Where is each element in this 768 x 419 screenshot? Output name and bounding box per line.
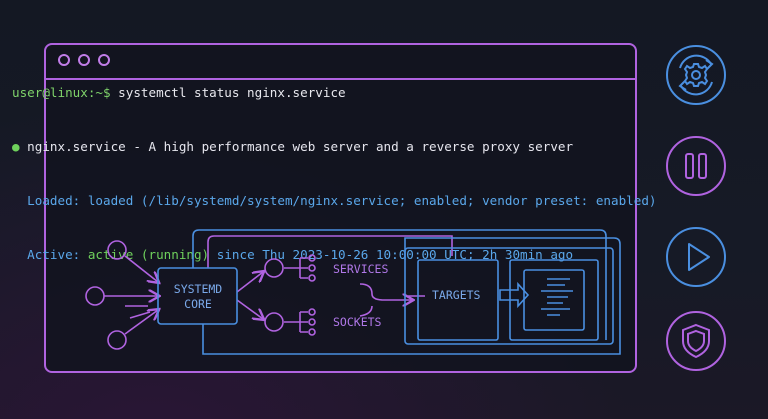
input-node (107, 240, 127, 260)
loaded-line: Loaded: loaded (/lib/systemd/system/ngin… (12, 192, 656, 210)
window-close-dot[interactable] (58, 54, 70, 66)
sockets-node (264, 312, 284, 332)
core-label-line2: CORE (184, 297, 212, 311)
start-button[interactable] (665, 226, 727, 288)
pause-button[interactable] (665, 135, 727, 197)
play-icon (666, 227, 726, 287)
window-minimize-dot[interactable] (78, 54, 90, 66)
shell-prompt: user@linux:~$ (12, 85, 111, 100)
active-line: Active: active (running) since Thu 2023-… (12, 246, 656, 264)
terminal-titlebar (46, 45, 635, 80)
services-node (264, 258, 284, 278)
terminal-window (44, 43, 637, 373)
status-dot-icon: ● (12, 139, 20, 154)
command-text: systemctl status nginx.service (110, 85, 346, 100)
targets-label: TARGETS (432, 288, 481, 302)
command-line: user@linux:~$ systemctl status nginx.ser… (12, 84, 656, 102)
input-node (85, 286, 105, 306)
active-since: since Thu 2023-10-26 10:00:00 UTC; 2h 30… (209, 247, 574, 262)
core-label-line1: SYSTEMD (174, 282, 223, 296)
service-line: ● nginx.service - A high performance web… (12, 138, 656, 156)
targets-box (417, 259, 499, 341)
services-label: SERVICES (333, 262, 388, 276)
terminal-output: user@linux:~$ systemctl status nginx.ser… (12, 48, 656, 282)
systemd-core-box (157, 267, 238, 325)
targets-outer-box (404, 247, 614, 345)
shield-icon (666, 311, 726, 371)
service-description: nginx.service - A high performance web s… (19, 139, 574, 154)
security-button[interactable] (665, 310, 727, 372)
sockets-label: SOCKETS (333, 315, 382, 329)
restart-button[interactable] (665, 44, 727, 106)
pause-icon (666, 136, 726, 196)
active-label: Active: (12, 247, 88, 262)
loaded-label: Loaded: (12, 193, 88, 208)
gear-refresh-icon (666, 45, 726, 105)
window-maximize-dot[interactable] (98, 54, 110, 66)
loaded-value: loaded (/lib/systemd/system/nginx.servic… (87, 193, 657, 208)
input-node (107, 330, 127, 350)
